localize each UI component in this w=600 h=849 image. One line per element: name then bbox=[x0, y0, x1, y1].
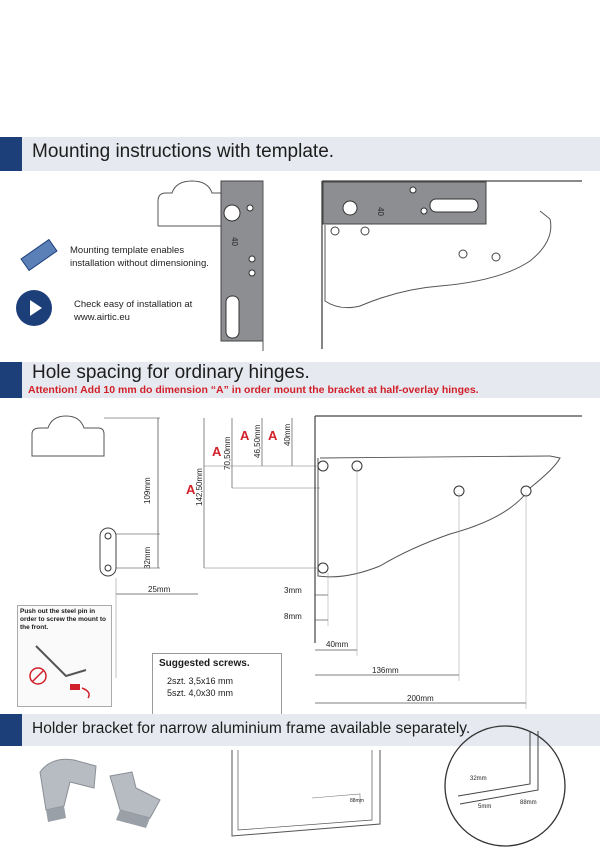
screw-line: 2szt. 3,5x16 mm bbox=[167, 676, 234, 686]
section-title: Hole spacing for ordinary hinges. bbox=[32, 362, 310, 383]
section-header-mounting: Mounting instructions with template. bbox=[0, 137, 600, 171]
mounting-diagram: 40 40 bbox=[157, 180, 582, 351]
section-header-holder: Holder bracket for narrow aluminium fram… bbox=[0, 714, 600, 746]
dim-25: 25mm bbox=[148, 585, 171, 594]
svg-text:40: 40 bbox=[376, 207, 385, 216]
pin-diagram-icon bbox=[29, 645, 90, 699]
suggested-screws-box: Suggested screws. 2szt. 3,5x16 mm 5szt. … bbox=[152, 653, 282, 715]
dim-109: 109mm bbox=[143, 477, 152, 504]
svg-text:A: A bbox=[212, 444, 222, 459]
attention-note: Attention! Add 10 mm do dimension “A” in… bbox=[28, 384, 479, 396]
play-video-icon[interactable] bbox=[16, 290, 52, 326]
dim-40h: 40mm bbox=[326, 640, 349, 649]
dim-32: 32mm bbox=[143, 546, 152, 569]
holder-part-b bbox=[109, 771, 161, 828]
template-icon bbox=[20, 238, 58, 272]
template-hole bbox=[223, 204, 241, 222]
holder-diagram: 88mm 32mm 88mm 5mm bbox=[39, 725, 566, 847]
section-title: Holder bracket for narrow aluminium fram… bbox=[32, 720, 471, 737]
dim-8: 8mm bbox=[284, 612, 302, 621]
section-accent bbox=[0, 714, 22, 746]
dim-46-50: 46,50mm bbox=[253, 424, 262, 458]
dim-200: 200mm bbox=[407, 694, 434, 703]
section-header-hole-spacing: Hole spacing for ordinary hinges. Attent… bbox=[0, 362, 600, 398]
svg-text:88mm: 88mm bbox=[520, 800, 537, 806]
bracket-outline bbox=[317, 455, 561, 578]
dim-136: 136mm bbox=[372, 666, 399, 675]
holder-part-a bbox=[39, 758, 97, 822]
bracket-outline bbox=[324, 210, 552, 309]
svg-text:88mm: 88mm bbox=[350, 798, 364, 804]
push-pin-box: Push out the steel pin in order to screw… bbox=[17, 605, 112, 707]
svg-text:A: A bbox=[186, 482, 196, 497]
dim-70-50: 70,50mm bbox=[223, 436, 232, 470]
screws-heading: Suggested screws. bbox=[159, 658, 250, 669]
section-accent bbox=[0, 362, 22, 398]
hole-spacing-diagram: 109mm 32mm 25mm A A A A 142,50mm 70,50mm… bbox=[31, 415, 582, 709]
svg-text:32mm: 32mm bbox=[470, 776, 487, 782]
template-number: 40 bbox=[230, 237, 239, 246]
template-slot bbox=[225, 295, 240, 339]
svg-text:A: A bbox=[240, 428, 250, 443]
svg-text:A: A bbox=[268, 428, 278, 443]
svg-text:5mm: 5mm bbox=[478, 804, 491, 810]
detail-circle bbox=[444, 725, 566, 847]
screw-line: 5szt. 4,0x30 mm bbox=[167, 688, 234, 698]
website-link[interactable]: www.airtic.eu bbox=[74, 312, 130, 323]
section-title: Mounting instructions with template. bbox=[32, 141, 335, 162]
dim-3: 3mm bbox=[284, 586, 302, 595]
dim-40: 40mm bbox=[283, 423, 292, 446]
hanger-outline bbox=[157, 180, 222, 226]
bracket-slot bbox=[99, 527, 117, 577]
dim-142-50: 142,50mm bbox=[195, 468, 204, 506]
section-accent bbox=[0, 137, 22, 171]
hanger-outline bbox=[31, 415, 105, 457]
